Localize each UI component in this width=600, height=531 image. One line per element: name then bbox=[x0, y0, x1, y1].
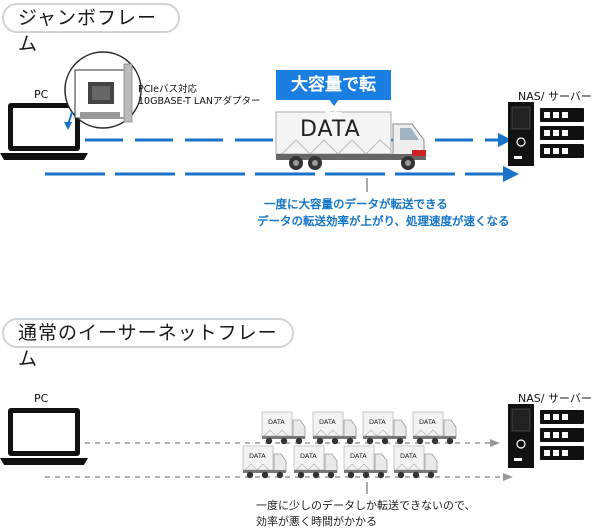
big-truck-data-label: DATA bbox=[300, 117, 361, 142]
jumbo-nas-label: NAS/ サーバー bbox=[518, 90, 592, 103]
small-truck-icon bbox=[362, 411, 407, 445]
adapter-label-line1: PCIeバス対応 bbox=[138, 84, 198, 95]
small-truck-data-label: DATA bbox=[369, 418, 386, 426]
jumbo-caption-line1: 一度に大容量のデータが転送できる bbox=[264, 197, 448, 211]
badge-pointer-icon bbox=[328, 98, 340, 106]
jumbo-pc-label: PC bbox=[34, 88, 49, 101]
jumbo-nas-server-icon bbox=[507, 101, 585, 167]
small-truck-icon bbox=[393, 445, 438, 479]
big-truck-icon bbox=[275, 111, 426, 170]
small-truck-data-label: DATA bbox=[350, 452, 367, 460]
normal-frame-title: 通常のイーサーネットフレーム bbox=[2, 318, 294, 370]
small-truck-data-label: DATA bbox=[400, 452, 417, 460]
small-truck-data-label: DATA bbox=[300, 452, 317, 460]
normal-pc-label: PC bbox=[34, 392, 49, 405]
small-truck-icon bbox=[343, 445, 388, 479]
adapter-label-line2: 10GBASE-T LANアダプター bbox=[138, 96, 261, 107]
normal-caption-line1: 一度に少しのデータしか転送できないので、 bbox=[256, 499, 476, 512]
jumbo-lower-arrowhead-icon bbox=[503, 166, 519, 182]
small-truck-icon bbox=[293, 445, 338, 479]
normal-upper-arrowhead-icon bbox=[490, 439, 500, 447]
small-truck-icon bbox=[261, 411, 306, 445]
jumbo-caption-line2: データの転送効率が上がり、処理速度が速くなる bbox=[257, 214, 510, 228]
normal-pc-laptop-icon bbox=[0, 408, 88, 465]
normal-lower-arrowhead-icon bbox=[503, 473, 513, 481]
normal-nas-server-icon bbox=[507, 403, 585, 469]
small-truck-icon bbox=[412, 411, 457, 445]
small-truck-data-label: DATA bbox=[419, 418, 436, 426]
jumbo-upper-arrowhead-icon bbox=[498, 133, 512, 147]
normal-caption-line2: 効率が悪く時間がかかる bbox=[256, 515, 377, 528]
small-truck-icon bbox=[312, 411, 357, 445]
small-truck-data-label: DATA bbox=[249, 452, 266, 460]
small-truck-data-label: DATA bbox=[268, 418, 285, 426]
small-truck-data-label: DATA bbox=[319, 418, 336, 426]
transfer-badge: 大容量で転送 bbox=[276, 70, 391, 125]
small-truck-icon bbox=[242, 445, 287, 479]
jumbo-frame-title: ジャンボフレーム bbox=[2, 3, 180, 55]
lan-adapter-card-icon bbox=[74, 63, 133, 123]
normal-nas-label: NAS/ サーバー bbox=[518, 392, 592, 405]
